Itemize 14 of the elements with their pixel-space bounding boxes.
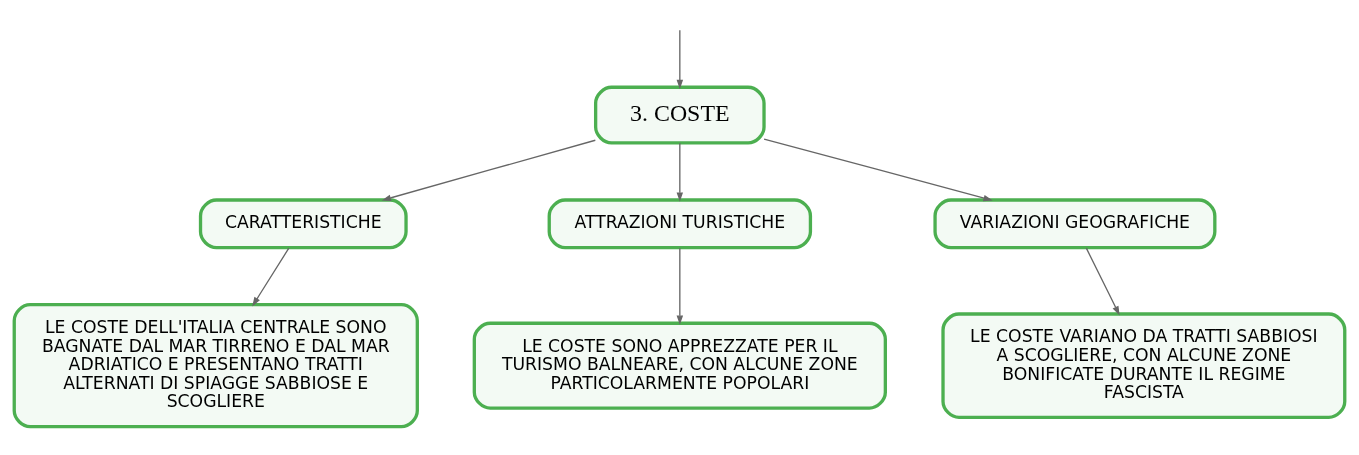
- arrow: [676, 247, 684, 325]
- arrow: [763, 137, 993, 201]
- arrow: [676, 142, 684, 202]
- node-box: VARIAZIONI GEOGRAFICHE: [933, 197, 1217, 249]
- arrow: [676, 29, 684, 89]
- node-box: ATTRAZIONI TURISTICHE: [547, 197, 813, 249]
- node-box: 3. COSTE: [594, 85, 766, 145]
- arrow: [381, 139, 596, 201]
- node-box: LE COSTE VARIANO DA TRATTI SABBIOSI A SCOGLIERE, CON ALCUNE ZONE BONIFICATE DURANTE IL REGIME FASCISTA: [941, 311, 1347, 419]
- node-box: LE COSTE DELL'ITALIA CENTRALE SONO BAGNATE DAL MAR TIRRENO E DAL MAR ADRIATICO E PRESENTANO TRATTI ALTERNATI DI SPIAGGE SABBIOSE E SCOGLIERE: [12, 302, 419, 428]
- node-box: CARATTERISTICHE: [198, 197, 408, 249]
- arrow: [252, 247, 290, 306]
- arrow: [1085, 247, 1120, 315]
- node-box: LE COSTE SONO APPREZZATE PER IL TURISMO BALNEARE, CON ALCUNE ZONE PARTICOLARMENTE POPOLARI: [472, 321, 887, 410]
